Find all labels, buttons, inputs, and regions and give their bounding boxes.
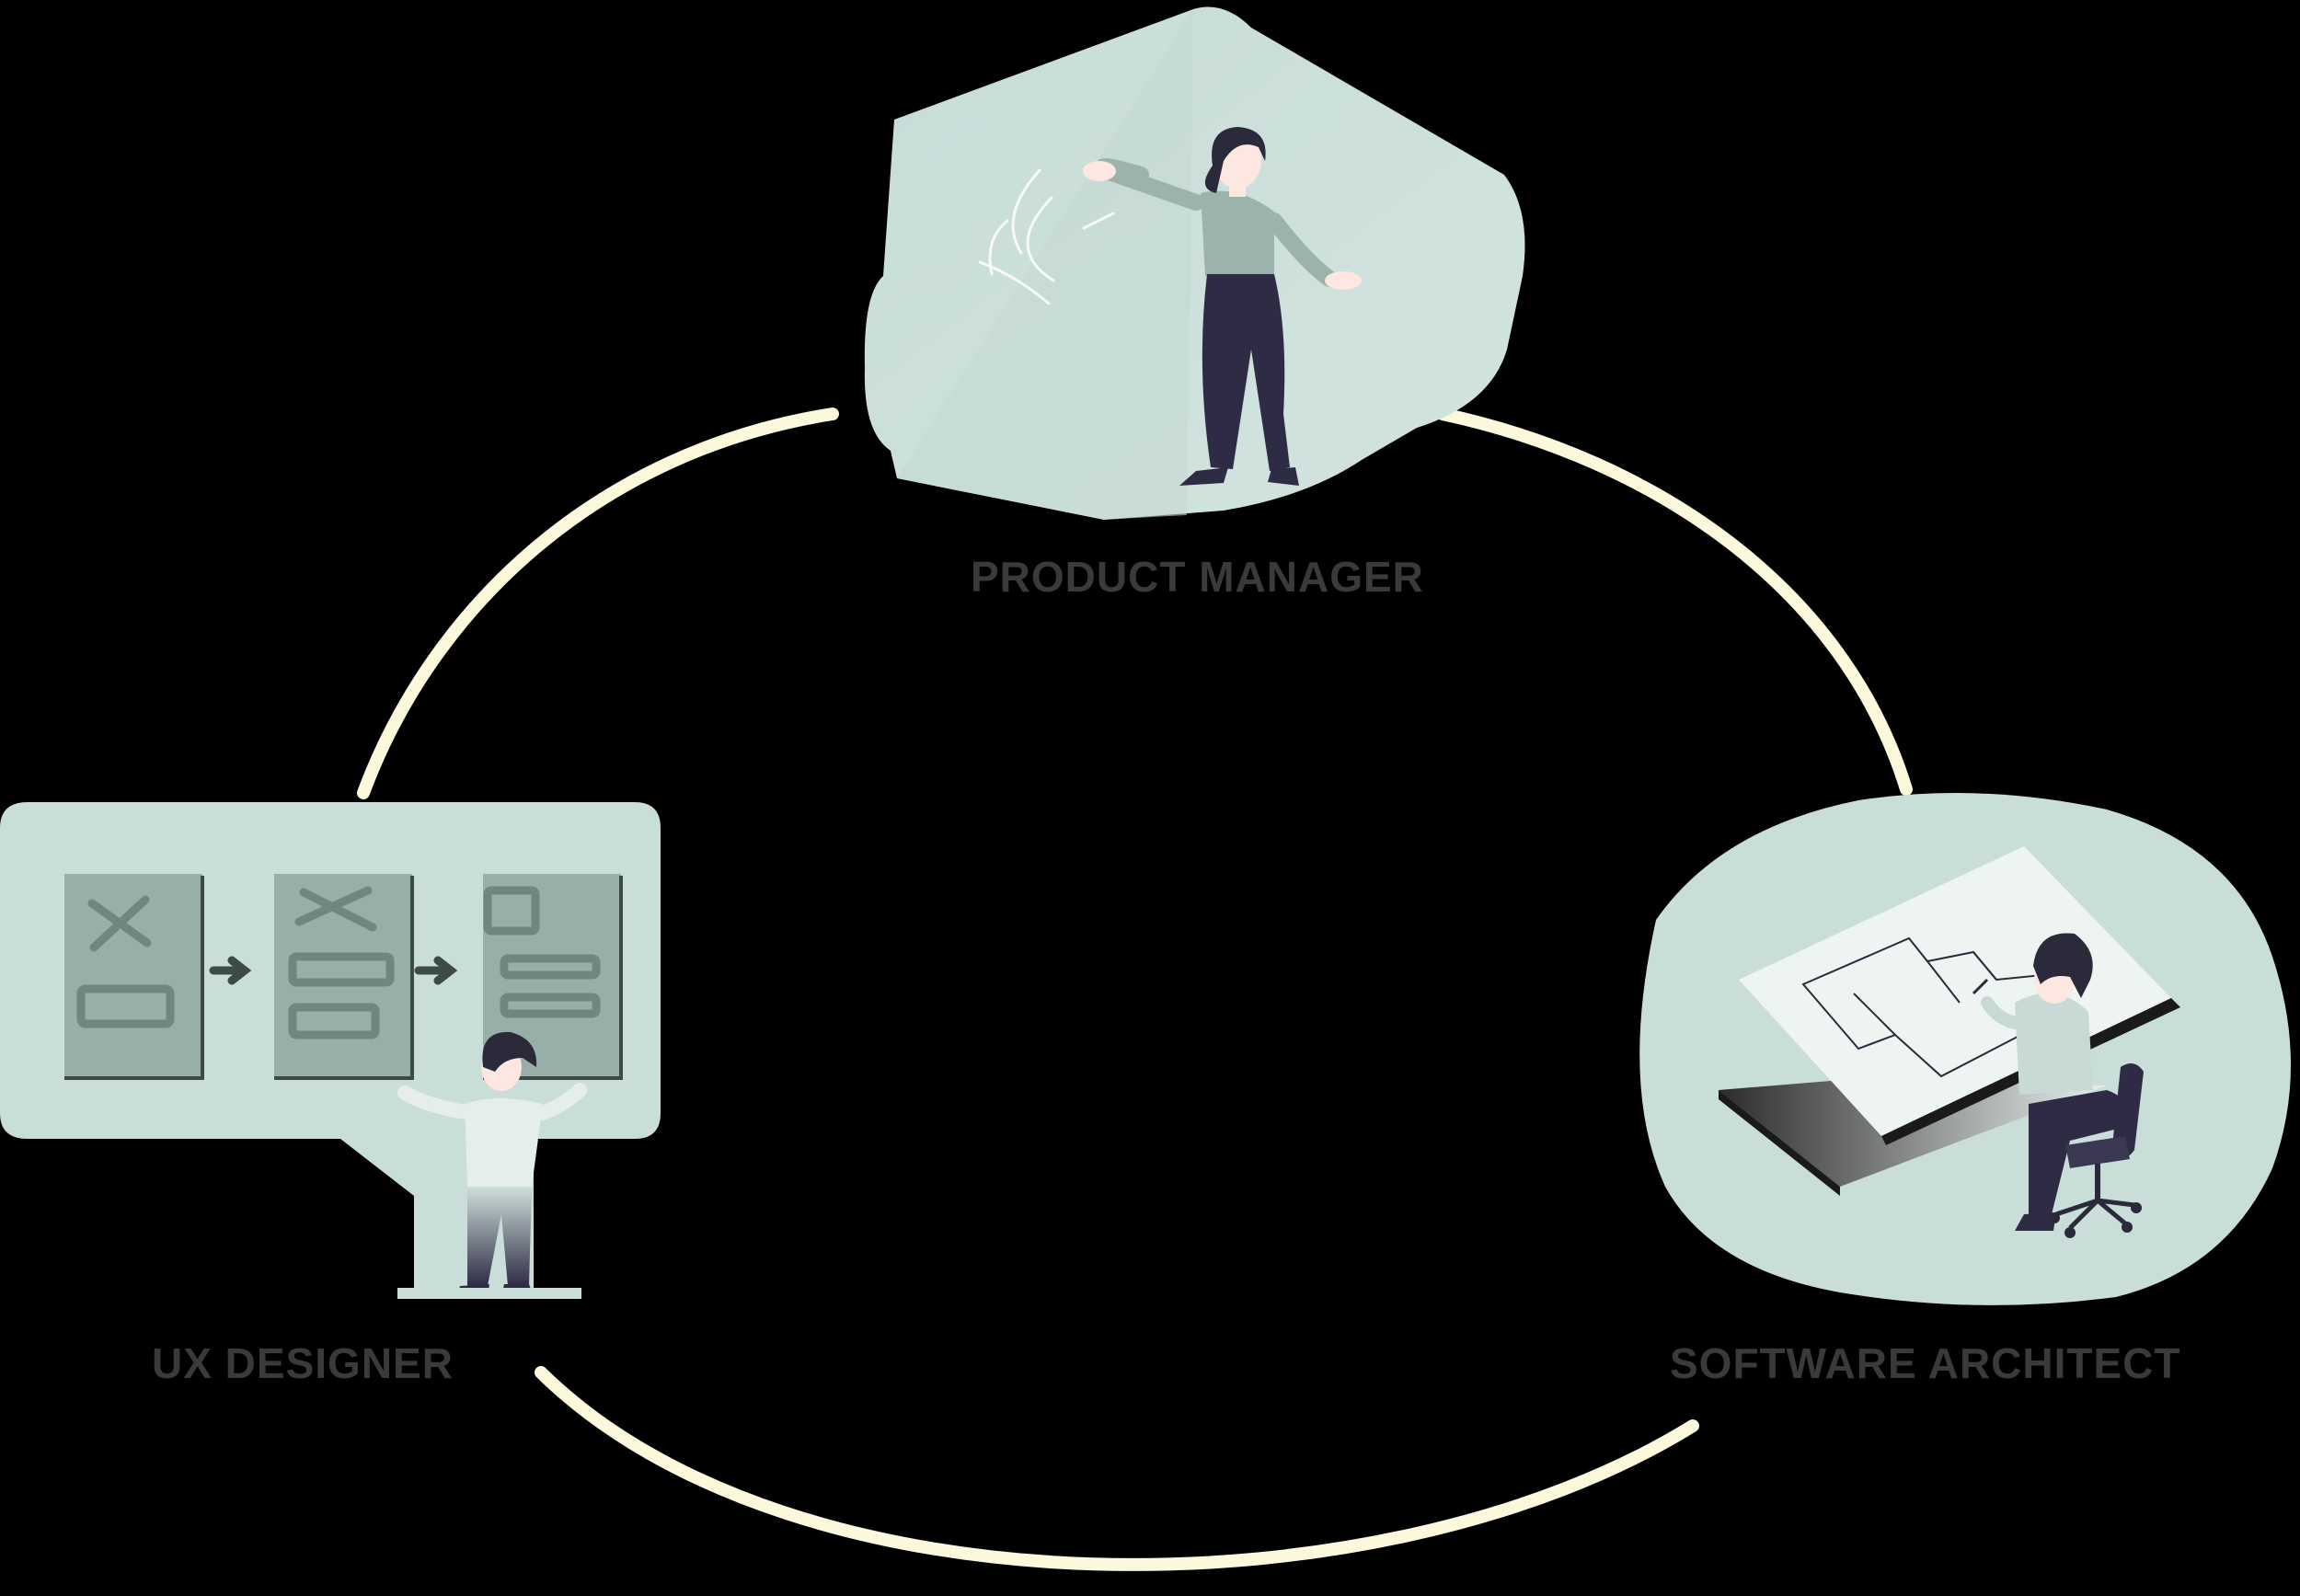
arc-ux-to-pm bbox=[357, 408, 839, 799]
drafting-desk-base bbox=[1719, 1081, 2107, 1187]
product-manager-illustration bbox=[864, 6, 1525, 520]
drafting-board bbox=[1739, 846, 2171, 1136]
ux-designer-label: UX DESIGNER bbox=[152, 1339, 454, 1387]
product-manager-label: PRODUCT MANAGER bbox=[971, 553, 1424, 601]
office-chair-icon bbox=[2049, 1063, 2144, 1238]
software-architect-label: SOFTWARE ARCHITECT bbox=[1670, 1339, 2181, 1387]
man-at-drafting-table-icon bbox=[1972, 933, 2128, 1231]
software-architect-illustration bbox=[1639, 793, 2291, 1305]
sparkle-lines bbox=[978, 168, 1115, 305]
man-at-whiteboard-icon bbox=[397, 1031, 587, 1299]
sketch-card-1 bbox=[64, 874, 204, 1080]
arc-pm-to-sa bbox=[1436, 408, 1913, 796]
sketch-card-2 bbox=[274, 874, 414, 1080]
ux-designer-illustration bbox=[0, 802, 661, 1299]
arrow-right-icon bbox=[209, 956, 252, 985]
arc-sa-to-ux bbox=[535, 1366, 1699, 1571]
arrow-right-icon bbox=[414, 956, 458, 985]
woman-presenting-icon bbox=[1083, 127, 1362, 486]
cycle-arcs bbox=[357, 408, 1913, 1571]
